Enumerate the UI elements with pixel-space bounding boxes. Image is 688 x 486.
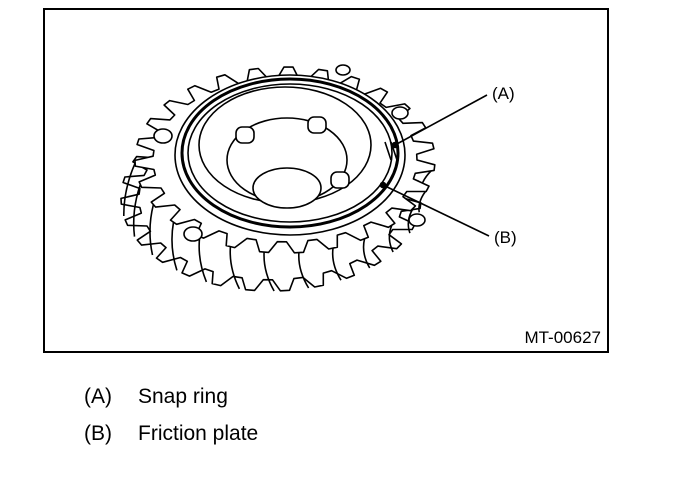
- bolt-hole: [183, 226, 203, 242]
- spline-lug: [307, 116, 327, 134]
- helical-tooth-edge: [388, 225, 394, 253]
- legend-label: Snap ring: [138, 385, 228, 408]
- gear-illustration: [120, 64, 490, 292]
- bolt-hole: [408, 213, 426, 227]
- callout-a-dot: [391, 141, 399, 149]
- bolt-hole: [153, 128, 173, 144]
- spline-lug: [235, 126, 255, 144]
- helical-tooth-edge: [132, 184, 142, 237]
- callout-a-leader: [394, 94, 488, 146]
- legend-label: Friction plate: [138, 422, 259, 445]
- figure-id: MT-00627: [524, 328, 601, 347]
- callout-b-dot: [379, 181, 387, 189]
- bolt-hole: [391, 106, 409, 120]
- callout-a-label: (A): [492, 84, 515, 103]
- spline-lug: [330, 171, 350, 189]
- snap-ring-inner-edge: [187, 83, 393, 223]
- helical-tooth-edge: [229, 246, 241, 290]
- bolt-hole: [335, 64, 351, 76]
- callout-b-leader: [382, 184, 490, 237]
- legend-key: (A): [84, 385, 112, 408]
- helical-tooth-edge: [331, 248, 342, 281]
- helical-tooth-edge: [263, 252, 275, 292]
- helical-tooth-edge: [198, 236, 208, 283]
- legend-key: (B): [84, 422, 112, 445]
- helical-tooth-edge: [171, 222, 178, 271]
- legend-item-friction-plate: (B) Friction plate: [84, 419, 258, 456]
- helical-tooth-edge: [362, 238, 371, 269]
- helical-tooth-edge: [298, 252, 310, 289]
- helical-tooth-edge: [122, 162, 136, 217]
- helical-tooth-edge: [149, 204, 155, 256]
- legend: (A) Snap ring (B) Friction plate: [84, 382, 258, 456]
- figure-frame: (A) (B) MT-00627: [43, 8, 609, 353]
- hub-center-hole: [252, 167, 322, 209]
- snap-ring: [180, 77, 400, 229]
- legend-item-snap-ring: (A) Snap ring: [84, 382, 258, 419]
- callout-b-label: (B): [494, 228, 517, 247]
